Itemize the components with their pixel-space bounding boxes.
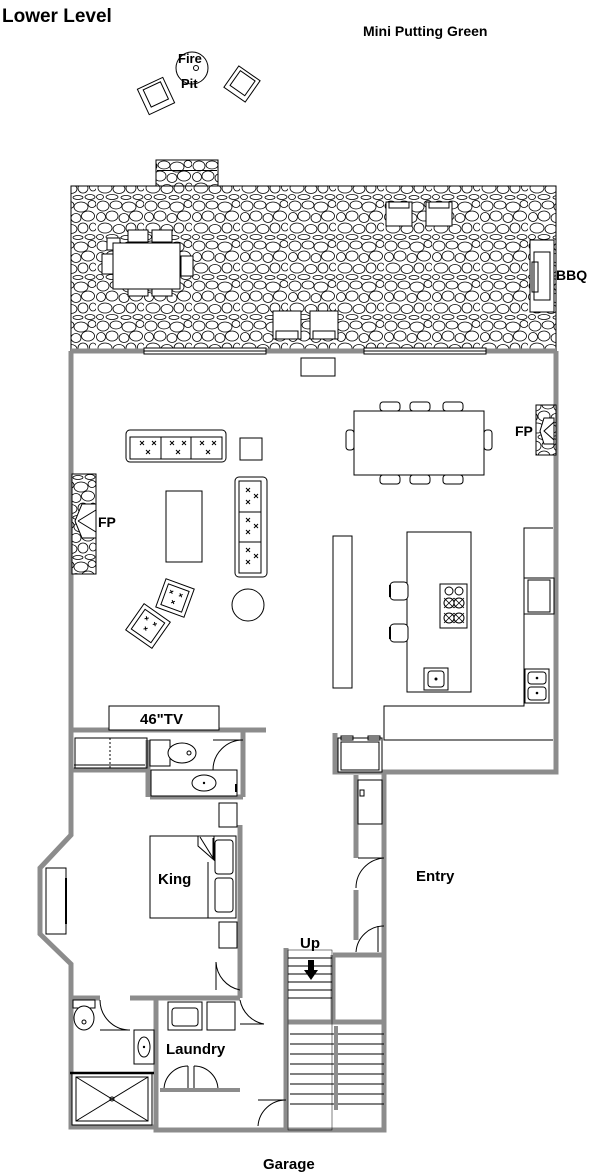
stairs-up-label: Up [300,935,320,952]
garage-door-swing [257,1099,287,1127]
patio-chair-left [136,76,176,116]
nightstand-top [218,802,238,828]
vanity [150,769,238,797]
bar-stools [389,581,409,643]
end-table [239,437,263,461]
nightstand-bottom [218,921,238,949]
armchair-lower [125,603,171,649]
entry-mat [300,357,336,377]
patio-chair-pair-bottom [272,310,339,340]
bathroom-upper [149,739,244,797]
fire-pit-area: Fire Pit [136,51,261,116]
entry-bench [357,779,383,825]
bbq-label: BBQ [556,267,587,283]
patio-chair-right [223,65,261,103]
entry-door-swing [355,857,385,889]
tv-label: 46"TV [140,711,183,728]
fireplace-right [535,404,557,456]
laundry-door-swing [239,999,265,1025]
bedroom-door-swing [215,961,241,991]
fireplace-left-label: FP [98,514,116,530]
closet-doors [74,737,148,769]
dresser [45,867,67,935]
king-bed [149,835,237,919]
refrigerator [337,737,383,773]
laundry-room [160,1001,240,1092]
fire-pit-label-bottom: Pit [181,76,198,91]
entry-label: Entry [416,868,455,885]
stair-arrow-icon [304,960,318,980]
staircase [287,949,384,1131]
round-side-table [231,588,265,622]
patio-steps [155,159,219,187]
fireplace-right-label: FP [515,423,533,439]
stair-door-swing [355,925,385,953]
kitchen-bar-counter [332,535,353,689]
putting-green-label: Mini Putting Green [363,23,487,39]
fire-pit-label-top: Fire [178,51,202,66]
patio-dining-table [101,229,194,297]
tv-stand [108,705,220,731]
patio-chair-pair-top [385,201,453,227]
windows [143,347,487,355]
kitchen-sink [524,668,550,704]
coffee-table [165,490,203,563]
range-oven [523,577,555,615]
kitchen-counter-l [383,527,555,741]
kitchen-island [406,531,472,693]
dining-table [345,401,493,485]
bbq-grill [529,239,555,313]
page-title: Lower Level [2,6,112,27]
fire-pit [175,51,209,85]
bed-label: King [158,871,191,888]
bathroom-lower [70,999,155,1126]
sofa-right [234,476,268,578]
fireplace-left [71,473,97,575]
toilet-icon [167,742,197,764]
dryer [206,1001,236,1031]
sofa-top [125,429,227,463]
walls [37,348,559,1133]
toilet-lower-icon [73,1005,95,1031]
laundry-label: Laundry [166,1041,226,1058]
armchair-upper [155,578,195,618]
garage-label: Garage [263,1156,315,1172]
